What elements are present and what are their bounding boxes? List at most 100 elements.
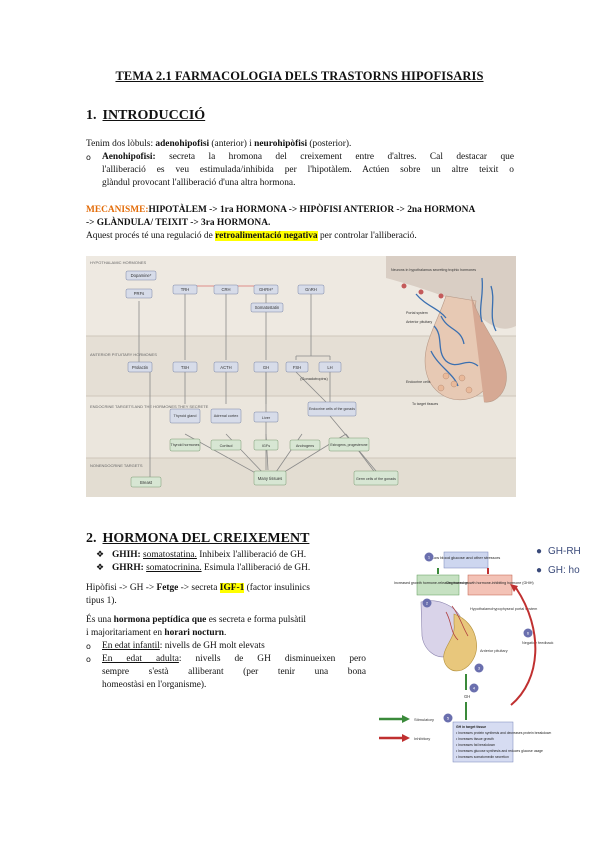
text: Inhibeix l'alliberació de GH. [196,550,307,560]
anatomy-label-target: To target tissues [412,402,438,406]
section-title: INTRODUCCIÓ [102,108,206,123]
step-number: 2 [426,601,429,606]
box-ghrh: Increased growth hormone-releasing hormo… [394,581,482,585]
hormone-estrogens: Estrogens, progesterone [330,443,367,447]
hormone-gnrh: GnRH [305,287,317,292]
text: Tenim dos lòbuls: [86,139,156,149]
section-number: 2. [86,531,97,546]
anatomy-label-anterior: Anterior pituitary [406,320,432,324]
list-item: o En edat adulta: nivells de GH disminue… [86,653,366,692]
anatomy-label-neurons: Neurons in hypothalamus secreting trophi… [391,268,476,272]
section-number: 1. [86,108,97,123]
step-number: 1 [428,555,431,560]
text: Aquest procés té una regulació de [86,231,216,241]
label-portal: Hypothalamohypophyseal portal system [470,607,537,611]
legend-stimulatory: Stimulatory [414,717,434,722]
text: homeostàsi en l'organisme). [102,680,207,690]
anatomy-label-endocrine-cells: Endocrine cells [406,380,431,384]
list-item: o Aenohipofisi: secreta la hromona del c… [86,151,514,190]
highlight-igf1: IGF-1 [219,583,245,593]
text: secreta la hromona del creixement entre … [169,152,515,162]
legend-gh-rh: GH-RH [548,546,581,557]
target-effect: • Increases glucose synthesis and reduce… [456,749,543,753]
legend-bullet: ● [536,565,542,576]
term-ghrh: GHRH: [112,563,147,573]
lobes-paragraph: Tenim dos lòbuls: adenohipofisi (anterio… [86,138,516,151]
term-neurohipofisi: neurohipòfisi [254,139,308,149]
section-title: HORMONA DEL CREIXEMENT [102,531,310,546]
hormone-cortisol: Cortisol [220,444,233,448]
document-title: TEMA 2.1 FARMACOLOGIA DELS TRASTORNS HIP… [115,69,484,83]
hormone-somatostatin: Somatostatin [255,305,280,310]
row-label: HYPOTHALAMIC HORMONES [90,260,147,265]
peptide-paragraph: És una hormona peptídica que es secreta … [86,614,376,640]
target-many-tissues: Many tissues [258,476,282,481]
text: es secreta e forma pulsàtil [206,615,307,625]
text: Hipòfisi -> GH -> [86,583,157,593]
hormone-acth: ACTH [220,365,231,370]
term-nocturn: horari nocturn [164,628,224,638]
mechanism-label: MECANISME: [86,205,149,215]
text: -> secreta [178,583,220,593]
text: En edat infantil [102,641,160,651]
target-germ-cells: Germ cells of the gonads [356,477,396,481]
list-item: o En edat infantil: nivells de GH molt e… [86,640,366,653]
target-title: GH in target tissue [456,725,486,729]
text: l'alliberació es veu estimulada/inhibida… [102,165,514,175]
hormone-prolactin: Prolactin [132,365,149,370]
bullet: o [86,153,91,162]
text: tipus 1). [86,596,117,606]
text: somatostatina. [143,550,197,560]
hormone-fsh: FSH [293,365,301,370]
text: (factor insulinics [244,583,310,593]
gonadotropins-label: (Gonadotropins) [300,377,328,381]
text: : nivells de GH disminueixen pero [178,654,366,664]
text: i majoritariament en [86,628,165,638]
target-effect: • Increases tissue growth [456,737,494,741]
target-breast: Breast [140,480,153,485]
pituitary-illustration: Neurons in hypothalamus secreting trophi… [386,256,516,406]
box-low-glucose: Low blood glucose and other stressors [432,555,500,560]
step-number: 6 [527,631,530,636]
hormone-crh: CRH [221,287,230,292]
bullet: o [86,642,91,651]
text: En edat adulta [102,654,179,664]
list-item: ❖ GHRH: somatocrinina. Esimula l'alliber… [96,562,376,575]
target-effect: • Increases fat breakdown [456,743,495,747]
mechanism-text: HIPOTÀLEM -> 1ra HORMONA -> HIPÒFISI ANT… [148,205,476,215]
text: glàndul provocant l'alliberació d'una al… [102,178,296,188]
legend-bullet: ● [536,546,542,557]
hormone-dopamine: Dopamine* [131,273,152,278]
target-adrenal: Adrenal cortex [214,414,239,418]
step-number: 4 [473,686,476,691]
term-ghih: GHIH: [112,550,143,560]
row-label: ANTERIOR PITUITARY HORMONES [90,352,157,357]
section-1-heading: 1. INTRODUCCIÓ [86,108,205,124]
text: Esimula l'alliberació de GH. [201,563,311,573]
legend-gh-ho: GH: ho [548,565,580,576]
text: (anterior) i [209,139,255,149]
term-adenohipofisi: adenohipofisi [155,139,210,149]
text: sempre s'està alliberant (per tenir una … [102,667,366,677]
label-anterior-pituitary: Anterior pituitary [480,649,508,653]
gh-pathway-paragraph: Hipòfisi -> GH -> Fetge -> secreta IGF-1… [86,582,376,608]
step-number: 3 [478,666,481,671]
label-negative-feedback: Negative feedback [522,641,554,645]
bullet: ❖ [96,563,105,573]
anatomy-label-portal: Portal system [406,311,428,315]
bullet: o [86,655,91,664]
step-number: 5 [447,716,450,721]
term-peptide: hormona peptídica que [113,615,207,625]
hormone-trh: TRH [181,287,190,292]
hormone-tsh: TSH [181,365,189,370]
label-gh: GH [464,694,470,699]
highlight-negative-feedback: retroalimentació negativa [215,231,318,241]
hormone-androgens: Androgens [296,444,314,448]
hormone-lh: LH [327,365,332,370]
mechanism-text: -> GLÀNDULA/ TEIXIT -> 3ra HORMONA. [86,218,271,228]
text: per controlar l'alliberació. [317,231,417,241]
hormone-ghrh: GHRH* [259,287,273,292]
text: somatocrinina. [146,563,202,573]
row-label: ENDOCRINE TARGETS AND THE HORMONES THEY … [90,404,209,409]
